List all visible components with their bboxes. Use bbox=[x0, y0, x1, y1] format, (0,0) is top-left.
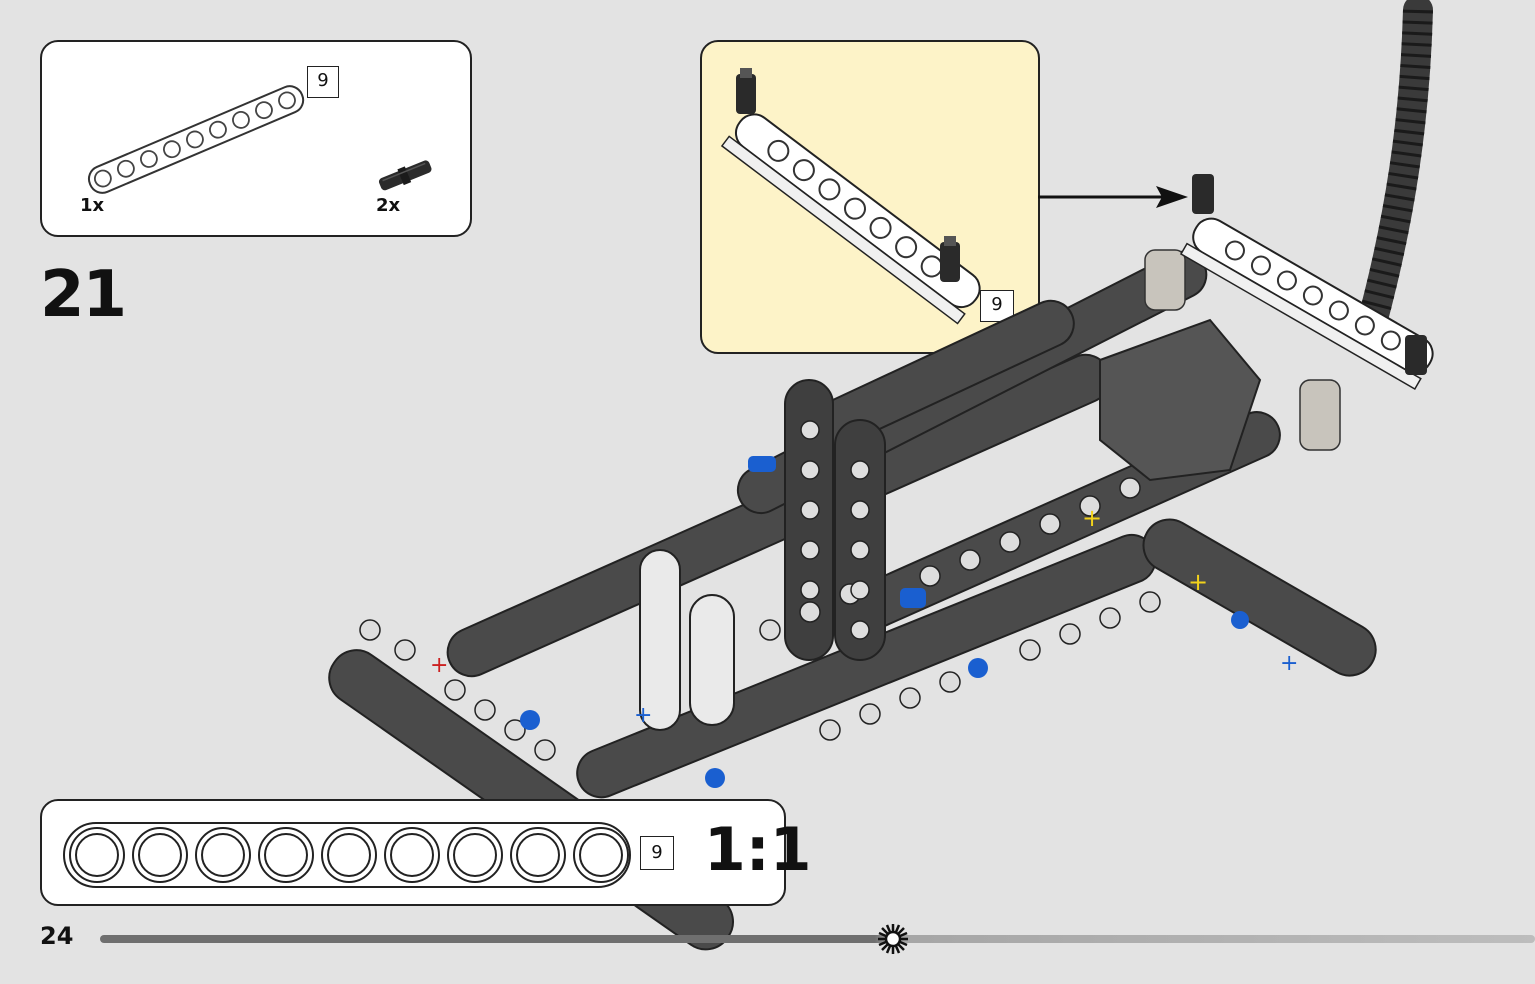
scale-length-label: 9 bbox=[640, 836, 674, 870]
gear-icon bbox=[878, 924, 908, 954]
beam-length-label: 9 bbox=[307, 66, 339, 98]
callout-pin-bottom bbox=[940, 236, 960, 282]
scale-ratio: 1:1 bbox=[704, 815, 812, 885]
model-illustration: + + + + + bbox=[328, 0, 1434, 951]
svg-text:+: + bbox=[1188, 568, 1208, 596]
scale-beam bbox=[63, 822, 631, 888]
callout-illustration bbox=[720, 68, 981, 325]
motor-block bbox=[1099, 249, 1341, 482]
step-number: 21 bbox=[40, 258, 127, 332]
pin-quantity: 2x bbox=[376, 195, 401, 216]
page-number: 24 bbox=[40, 922, 74, 950]
parts-illustration bbox=[87, 85, 432, 194]
svg-text:+: + bbox=[1280, 651, 1298, 676]
callout-beam bbox=[720, 113, 981, 325]
scale-check-panel: 9 1:1 bbox=[40, 799, 812, 906]
white-beam-placed bbox=[1179, 217, 1434, 391]
parts-list-panel: 9 1x 2x bbox=[40, 40, 472, 237]
flex-hose bbox=[1355, 0, 1433, 345]
svg-text:+: + bbox=[634, 703, 652, 728]
pin-part bbox=[378, 160, 432, 191]
beam-quantity: 1x bbox=[80, 195, 105, 216]
svg-text:+: + bbox=[1082, 504, 1102, 532]
svg-text:+: + bbox=[430, 653, 448, 678]
arrow-icon bbox=[1038, 186, 1188, 208]
callout-pin-top bbox=[736, 68, 756, 114]
callout-panel: 9 bbox=[700, 40, 1040, 354]
progress-bar bbox=[100, 935, 1535, 943]
callout-length-label: 9 bbox=[980, 290, 1014, 322]
beam-9-part bbox=[87, 85, 305, 194]
